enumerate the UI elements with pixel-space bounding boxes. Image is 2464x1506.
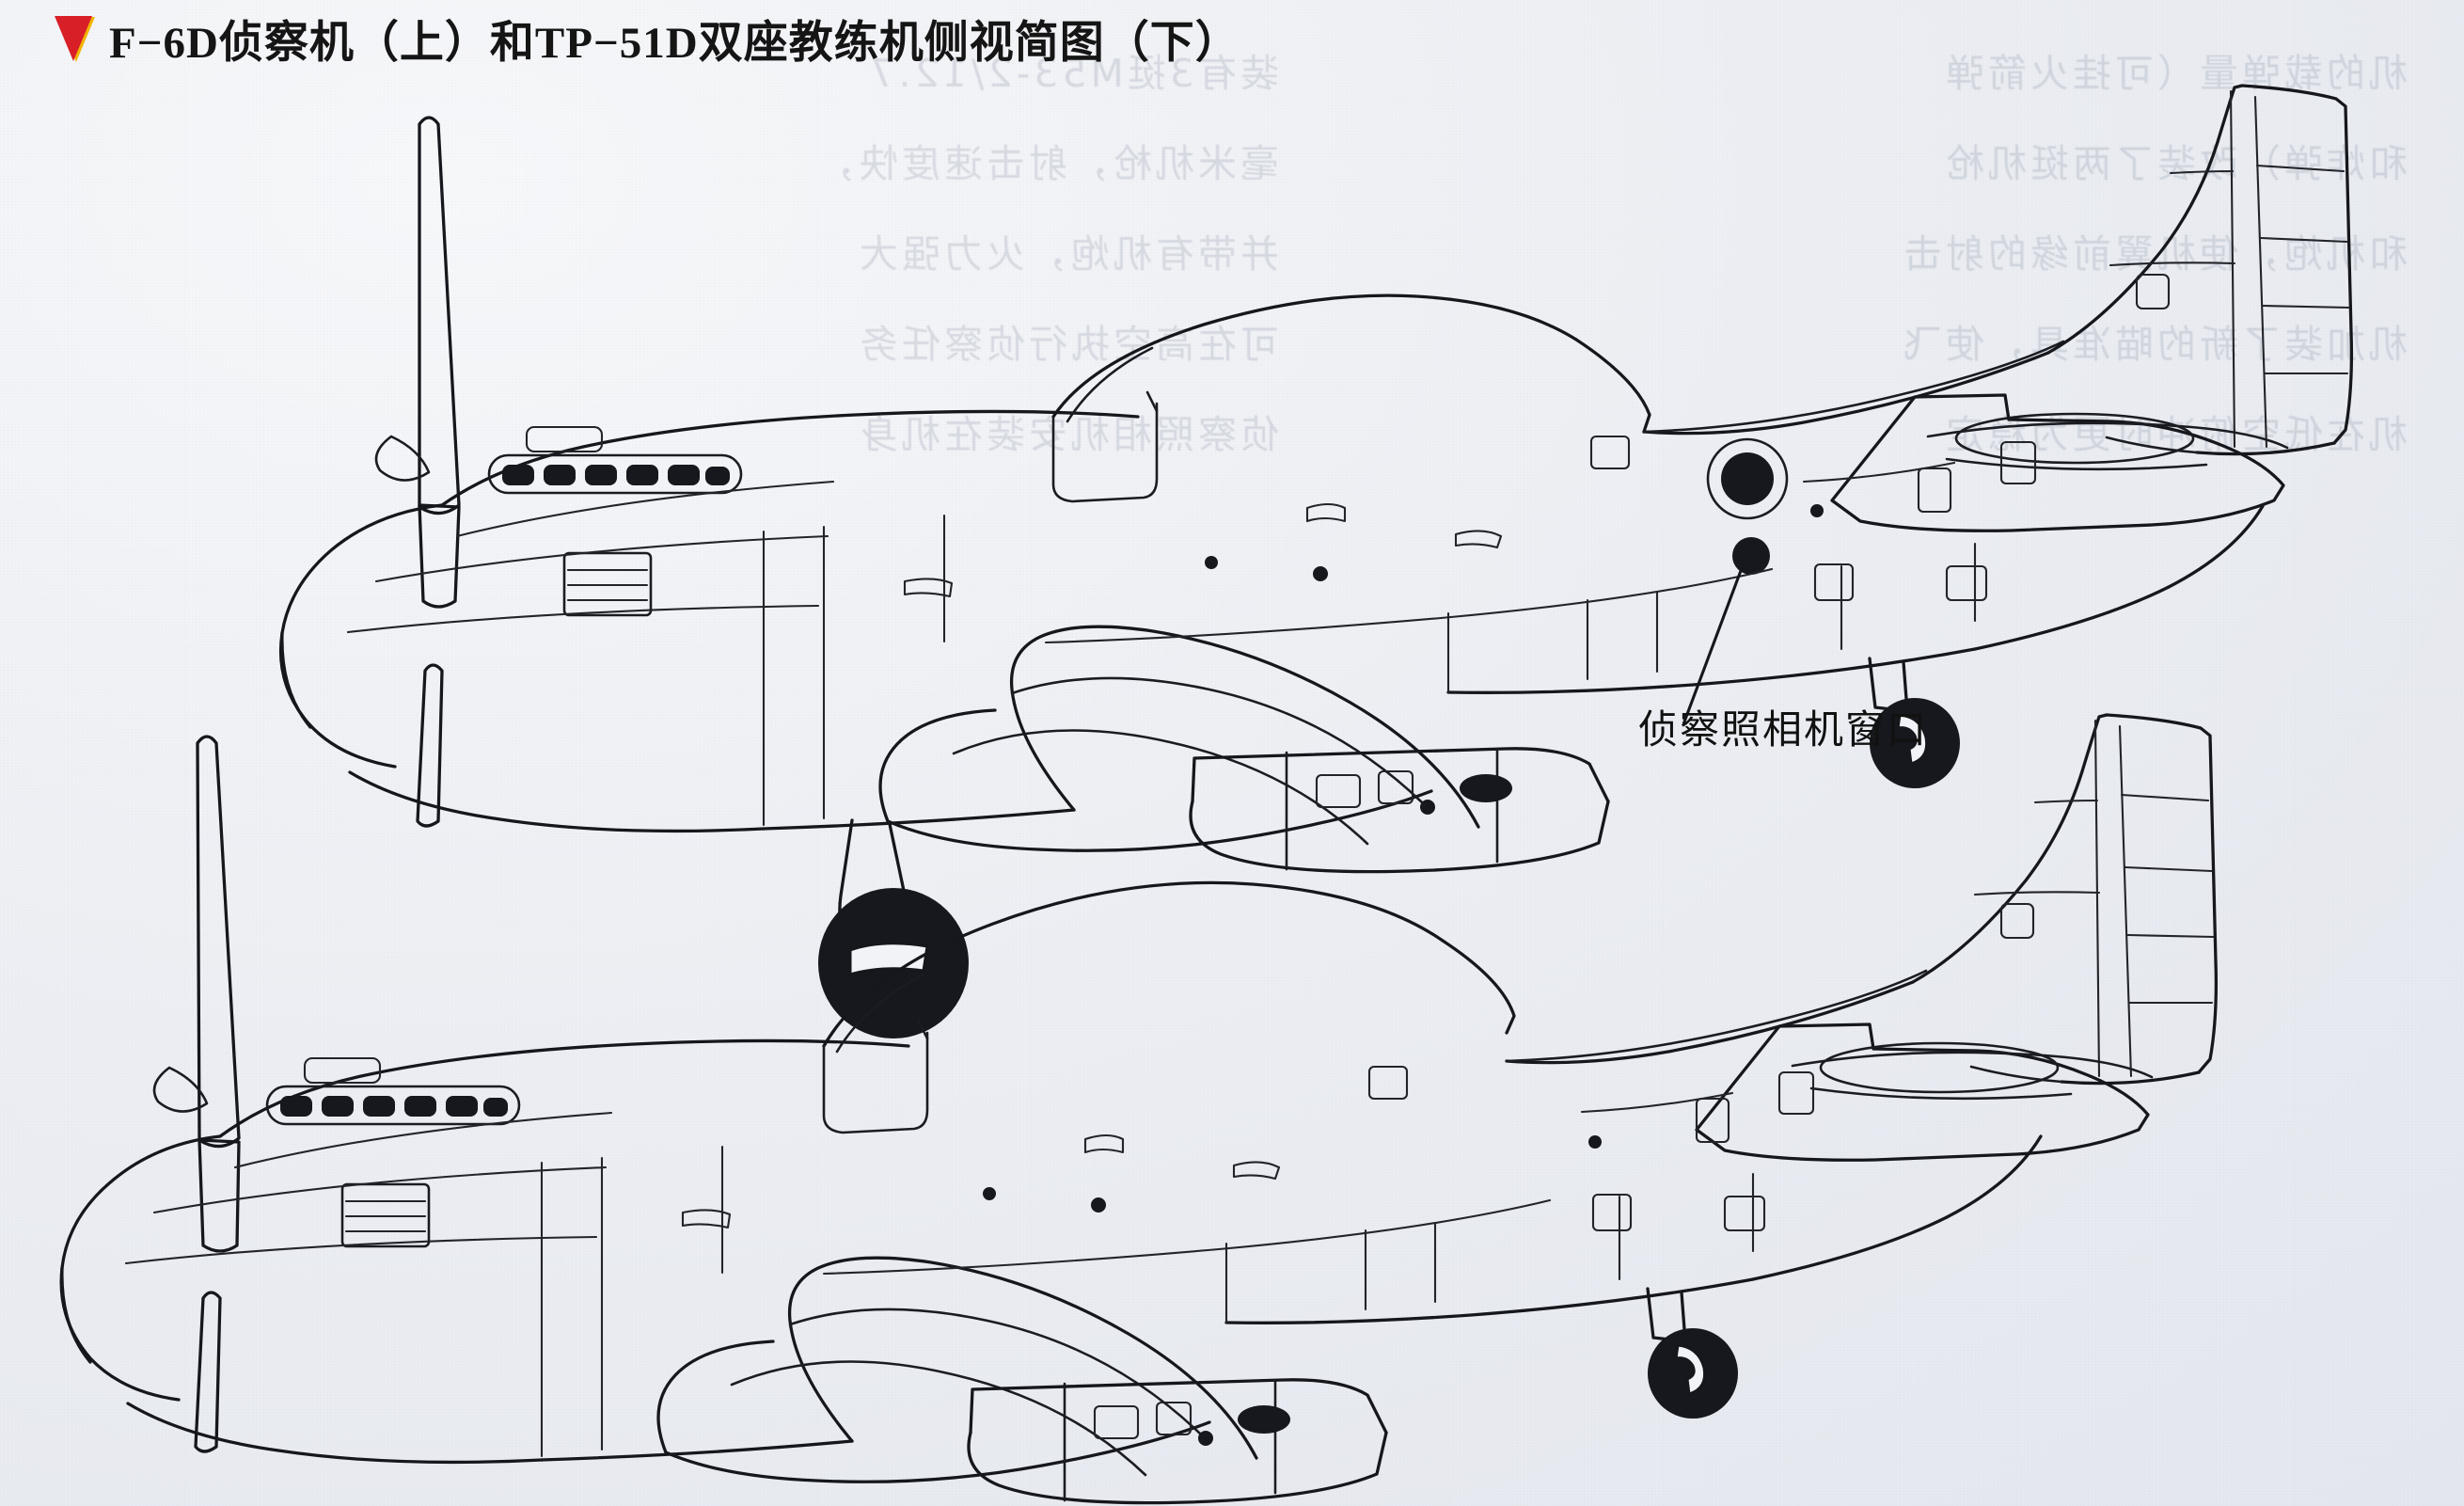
- upper-panel-lines: [346, 425, 2037, 827]
- camera-window-leader-line: [1682, 567, 1744, 725]
- upper-canopy: [1051, 293, 1578, 419]
- lower-vertical-fin: [1911, 713, 2109, 984]
- lower-spinner-nose: [59, 1134, 222, 1402]
- lower-turtledeck: [1505, 980, 1915, 1065]
- lower-wing-upper: [787, 1256, 1258, 1460]
- red-triangle-bullet-icon: [55, 15, 92, 61]
- upper-cowl-grille: [562, 551, 653, 617]
- upper-fuselage-bottom-fwd: [348, 770, 766, 833]
- upper-radiator-scoop: [1191, 747, 1610, 803]
- camera-window-annotation: 侦察照相机窗口: [1638, 709, 1929, 753]
- lower-panel-lines: [124, 1056, 1815, 1458]
- lower-nose-vane: [152, 1066, 209, 1113]
- aircraft-lower-tp51d: [59, 713, 2219, 1505]
- lower-exhaust-stacks: [265, 1085, 521, 1126]
- upper-spinner-nose: [278, 503, 444, 769]
- lower-rudder: [2105, 713, 2219, 1074]
- lower-propeller: [194, 735, 241, 1453]
- lower-radiator-scoop: [969, 1378, 1388, 1435]
- upper-wing-lower: [886, 789, 1433, 852]
- aircraft-upper-f6d: [278, 84, 2354, 1038]
- upper-exhaust-stacks: [487, 453, 743, 495]
- upper-turtledeck: [1642, 351, 2050, 436]
- upper-fuselage-top: [440, 409, 1140, 507]
- upper-camera-port: [1706, 437, 1789, 575]
- lower-fuselage-top: [218, 1038, 910, 1138]
- lower-fuselage-bottom-fwd: [126, 1402, 544, 1465]
- upper-propeller: [416, 116, 461, 828]
- upper-rudder: [2240, 84, 2354, 445]
- lower-cowl-grille: [340, 1182, 431, 1248]
- lower-wing-lower: [664, 1420, 1211, 1483]
- lower-fuselage-bottom-aft: [1224, 1277, 1755, 1324]
- figure-caption-bar: F−6D侦察机（上）和TP−51D双座教练机侧视简图（下）: [55, 6, 1240, 71]
- lower-canopy-two-seat: [822, 880, 1445, 1048]
- lower-horizontal-stabilizer: [1695, 1022, 2150, 1162]
- upper-fuselage-bottom-aft: [1446, 647, 1977, 694]
- upper-vertical-fin: [2046, 84, 2244, 355]
- upper-nose-vane: [374, 435, 431, 482]
- figure-title: F−6D侦察机（上）和TP−51D双座教练机侧视简图（下）: [109, 19, 1240, 68]
- upper-horizontal-stabilizer: [1830, 393, 2285, 532]
- upper-wing-upper: [1009, 625, 1480, 829]
